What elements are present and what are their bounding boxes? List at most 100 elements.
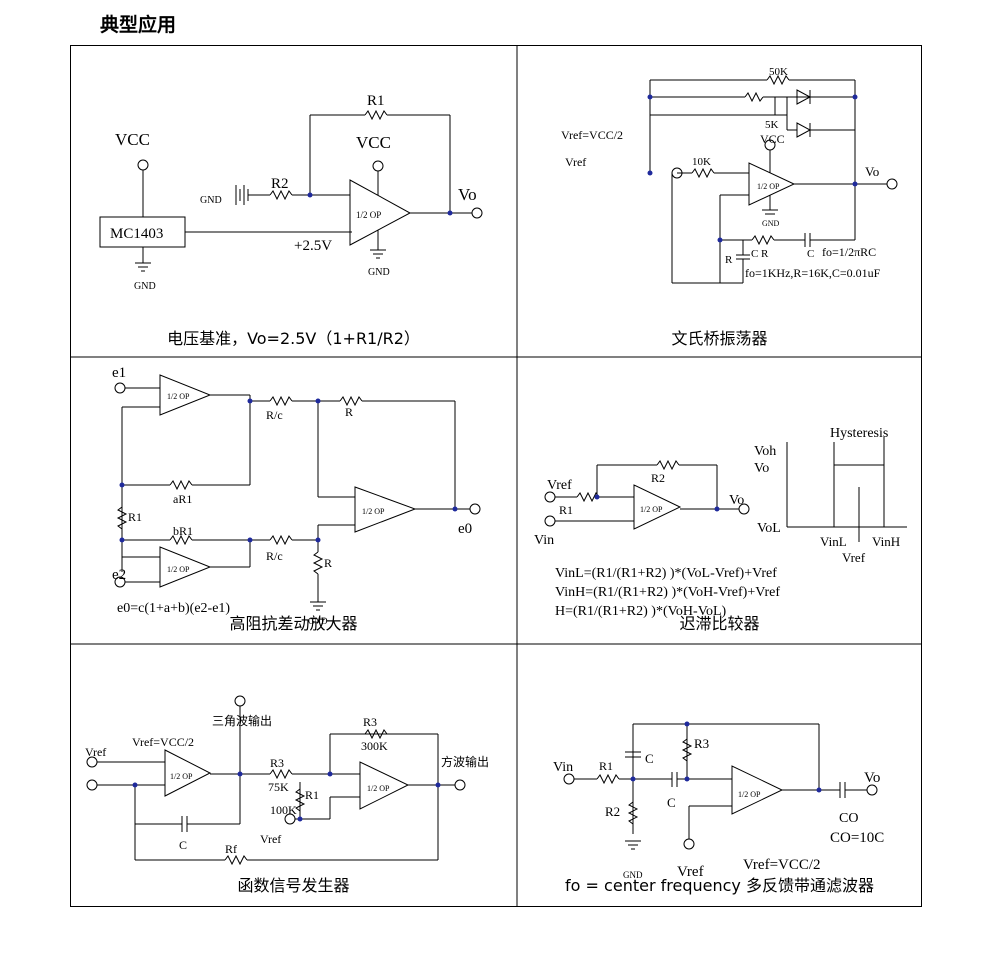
gnd-label: GND: [762, 219, 780, 228]
r5k-label: 5K: [765, 119, 779, 131]
c1-label: C: [645, 751, 654, 766]
r300k-label: 300K: [361, 739, 388, 753]
square-output-label: 方波输出: [441, 754, 489, 769]
r1-label: R1: [367, 93, 385, 109]
cell-wien-bridge: 50K 5K Vref=VCC/2 Vref 10K VCC 1/2 OP GN…: [517, 45, 922, 357]
vinh-equation: VinH=(R1/(R1+R2) )*(VoH-Vref)+Vref: [555, 585, 780, 600]
e2-label: e2: [112, 567, 126, 583]
vol-label: VoL: [757, 521, 781, 536]
rc2-label: R/c: [266, 549, 283, 563]
vref2-label: Vref: [260, 832, 281, 846]
br1-label: bR1: [173, 524, 193, 538]
hysteresis-comparator-schematic: Vref R1 R2 Vin 1/2 OP Vo Voh Vo VoL Hyst…: [534, 426, 907, 619]
gnd-chip-label: GND: [134, 281, 156, 292]
triangle-output-label: 三角波输出: [212, 713, 272, 728]
chip-label: MC1403: [110, 226, 163, 242]
r1-label: R1: [599, 759, 613, 773]
r-bot-label: R: [324, 556, 332, 570]
voh-label: Voh: [754, 444, 776, 459]
r1-label: R1: [559, 503, 573, 517]
hysteresis-label: Hysteresis: [830, 426, 888, 441]
vo-label: Vo: [729, 493, 744, 508]
cell-bandpass-filter: Vin R1 C R3 R2 C 1/2 OP GND Vref Vref=VC…: [517, 644, 922, 907]
e0-label: e0: [458, 521, 472, 537]
voltage-reference-schematic: VCC VCC R1 R2 GND 1/2 OP Vo MC1403 GND +…: [99, 93, 483, 292]
vo-label: Vo: [865, 164, 879, 179]
op-label: 1/2 OP: [757, 182, 780, 191]
vref-label: Vref: [85, 745, 106, 759]
r10k-label: 10K: [692, 156, 711, 168]
vcc-label-1: VCC: [115, 130, 150, 149]
op1-label: 1/2 OP: [167, 392, 190, 401]
vinl-label: VinL: [820, 534, 847, 549]
op2-label: 1/2 OP: [367, 784, 390, 793]
r3b-label: R3: [363, 715, 377, 729]
rc1-label: R/c: [266, 408, 283, 422]
op2-label: 1/2 OP: [167, 565, 190, 574]
function-generator-schematic: 三角波输出 Vref=VCC/2 Vref 1/2 OP 1/2 OP R3 7…: [85, 695, 489, 866]
vinl-equation: VinL=(R1/(R1+R2) )*(VoL-Vref)+Vref: [555, 566, 777, 581]
r3a-label: R3: [270, 756, 284, 770]
vref-eq-label: Vref=VCC/2: [132, 735, 194, 749]
r50k-label: 50K: [769, 66, 788, 78]
r-top-label: R: [345, 405, 353, 419]
vref-eq-label: Vref=VCC/2: [561, 128, 623, 142]
differential-amp-schematic: e1 e2 1/2 OP 1/2 OP 1/2 OP R/c R/c R R a…: [112, 365, 481, 626]
vinh-label: VinH: [872, 534, 900, 549]
r1-label: R1: [305, 788, 319, 802]
vref-label: Vref: [565, 155, 586, 169]
vref-label: Vref: [547, 478, 572, 493]
vcc-label: VCC: [760, 132, 785, 146]
grid-lines: [70, 45, 922, 907]
cell-voltage-reference: VCC VCC R1 R2 GND 1/2 OP Vo MC1403 GND +…: [70, 45, 517, 357]
e1-label: e1: [112, 365, 126, 381]
vin-label: Vin: [553, 760, 573, 775]
wien-bridge-schematic: 50K 5K Vref=VCC/2 Vref 10K VCC 1/2 OP GN…: [561, 66, 898, 284]
caption-wien-bridge: 文氏桥振荡器: [671, 329, 768, 348]
caption-function-generator: 函数信号发生器: [237, 876, 350, 895]
vo-label: Vo: [458, 185, 477, 204]
cell-hysteresis-comparator: Vref R1 R2 Vin 1/2 OP Vo Voh Vo VoL Hyst…: [517, 357, 922, 644]
fo-val-label: fo=1KHz,R=16K,C=0.01uF: [745, 266, 881, 280]
co-label: CO: [839, 811, 858, 826]
c-b-label: C: [751, 248, 758, 260]
bandpass-filter-schematic: Vin R1 C R3 R2 C 1/2 OP GND Vref Vref=VC…: [553, 721, 884, 880]
gnd-op-label: GND: [368, 267, 390, 278]
caption-bandpass-filter: fo = center frequency 多反馈带通滤波器: [565, 876, 874, 895]
vref-axis-label: Vref: [842, 550, 866, 565]
r3-label: R3: [694, 736, 709, 751]
r75k-label: 75K: [268, 780, 289, 794]
vcc-label-2: VCC: [356, 133, 391, 152]
h-equation: H=(R1/(R1+R2) )*(VoH-VoL): [555, 604, 727, 619]
r100k-label: 100K: [270, 803, 297, 817]
r2-label: R2: [651, 471, 665, 485]
op3-label: 1/2 OP: [362, 507, 385, 516]
c2-label: C: [667, 795, 676, 810]
caption-voltage-reference: 电压基准，Vo=2.5V（1+R1/R2）: [167, 329, 420, 348]
v25-label: +2.5V: [294, 238, 332, 254]
cell-differential-amp: e1 e2 1/2 OP 1/2 OP 1/2 OP R/c R/c R R a…: [70, 357, 517, 644]
vref-eq-label: Vref=VCC/2: [743, 857, 821, 873]
op-label: 1/2 OP: [738, 790, 761, 799]
caption-hysteresis-comparator: 迟滞比较器: [679, 614, 760, 633]
ar1-label: aR1: [173, 492, 192, 506]
c-a-label: C: [807, 248, 814, 260]
op-label: 1/2 OP: [640, 505, 663, 514]
caption-differential-amp: 高阻抗差动放大器: [229, 614, 358, 633]
op-label: 1/2 OP: [356, 210, 381, 220]
gnd-label: GND: [623, 870, 643, 880]
vref-label: Vref: [677, 864, 704, 880]
gnd-left-label: GND: [200, 195, 222, 206]
r-b-label: R: [725, 254, 733, 266]
formula-label: e0=c(1+a+b)(e2-e1): [117, 601, 230, 616]
gnd-label: GND: [308, 616, 328, 626]
r2-label: R2: [605, 804, 620, 819]
co-eq-label: CO=10C: [830, 830, 884, 846]
r1-label: R1: [128, 510, 142, 524]
section-heading: 典型应用: [100, 14, 177, 36]
vo-label: Vo: [864, 770, 880, 786]
r-a-label: R: [761, 248, 769, 260]
r2-label: R2: [271, 176, 289, 192]
fo-eq-label: fo=1/2πRC: [822, 245, 876, 259]
cell-function-generator: 三角波输出 Vref=VCC/2 Vref 1/2 OP 1/2 OP R3 7…: [70, 644, 517, 907]
